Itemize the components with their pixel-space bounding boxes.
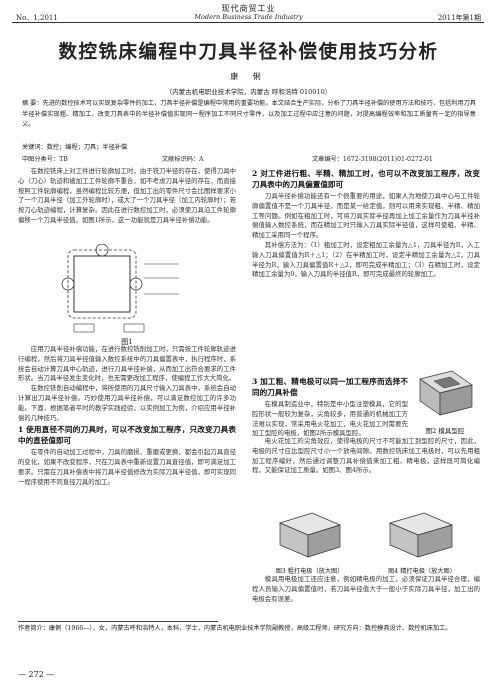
cutter-circle: [95, 244, 109, 257]
figure-3-caption: 图3 粗打电极（放大图）: [275, 568, 344, 575]
footnote-rule: [18, 621, 218, 622]
section-1-heading: 1 使用直径不同的刀具时，可以不改变加工程序，只改变刀具表中的直径值即可: [18, 425, 236, 445]
section-3-heading: 3 加工粗、精电极可以同一加工程序而选择不同的刀具补偿: [252, 377, 408, 397]
figure-2-caption: 图2 模具型腔: [425, 427, 465, 435]
section-3-text: 在模具制造业中，特别是中小型注塑模具，它的型腔形状一般较为复杂，尖角较多，用普通…: [252, 400, 408, 438]
figure-3-rough-electrode: [278, 512, 342, 558]
legend-box: [73, 323, 95, 333]
issue-label: 2011年第1期: [437, 14, 481, 22]
issue-number: No．1,2011: [16, 14, 58, 22]
clc-number: 中图分类号：TB: [22, 156, 68, 163]
article-number: 文章编号：1672-3198(2011)01-0272-01: [312, 156, 433, 163]
workpiece-contour: [73, 255, 131, 313]
figure-4-finish-electrode: [388, 512, 454, 558]
cavity-right-face: [439, 384, 473, 416]
abstract: 摘 要：先进的数控技术可以实现复杂零件的加工，刀具半径补偿是编程中常用的重要功能…: [22, 100, 476, 128]
right-column-bottom: 模具用电极加工还应注意，例如精电极的加工，必须保证刀具半径合理，编程人员输入刀具…: [252, 575, 480, 604]
cutter-circle: [129, 277, 143, 291]
document-code: 文献标识码：A: [162, 156, 204, 163]
header-rule: [12, 22, 484, 23]
cutter-circle: [61, 277, 75, 291]
left-column-bottom: 应用刀具半径补偿功能，在进行数控铣削加工时，只需按工件轮廓轨迹进行编程，然后将刀…: [18, 345, 236, 488]
section-2-steps: 其补偿方法为：（1）粗加工时，设定粗加工余量为△1，刀具半径为R，入工输入刀具偏…: [252, 240, 480, 279]
figure-1-caption: 图1: [121, 338, 133, 346]
cavity-pocket: [433, 376, 461, 389]
electrode-right: [307, 524, 341, 558]
page-number: — 272 —: [18, 670, 55, 679]
author-bio-footnote: 作者简介：康俐（1966—），女，内蒙古呼和浩特人，本科，学士，内蒙古机电职业技…: [18, 625, 452, 632]
right-column-lower: 电火花加工的尖角效应，使得电极的尺寸不可能加工到型腔的尺寸，因此，电极的尺寸应比…: [252, 437, 480, 476]
journal-name: 现代商贸工业: [221, 4, 276, 13]
section-2-text: 刀具半径补偿功能还有一个很重要的用途，如果人为地使刀具中心与工件轮廓偏置值不是一…: [252, 192, 480, 240]
article-title: 数控铣床编程中刀具半径补偿使用技巧分析: [58, 42, 439, 63]
tool-center-path: [67, 249, 137, 319]
section-3-text-2: 电火花加工的尖角效应，使得电极的尺寸不可能加工到型腔的尺寸，因此，电极的尺寸应比…: [252, 437, 480, 475]
section-3-text-3: 模具用电极加工还应注意，例如精电极的加工，必须保证刀具半径合理，编程人员输入刀具…: [252, 575, 480, 603]
journal-name-english: Modern Business Trade Industry: [194, 13, 303, 21]
figure-1-tool-offset-diagram: [61, 244, 179, 333]
body-paragraph: 应用刀具半径补偿功能，在进行数控铣削加工时，只需按工件轮廓轨迹进行编程，然后将刀…: [18, 345, 236, 383]
keywords: 关键词：数控；编程；刀具；半径补偿: [22, 144, 128, 151]
right-column-middle: 3 加工粗、精电极可以同一加工程序而选择不同的刀具补偿 在模具制造业中，特别是中…: [252, 375, 408, 439]
section-1-text: 在零件的自动加工过程中，刀具的磨损、重磨或更换，都会引起刀具直径的变化，如果不改…: [18, 448, 236, 486]
author-name: 康 俐: [230, 72, 267, 81]
electrode-right: [417, 524, 453, 558]
body-paragraph: 在数控铣削自动编程中，将所使用的刀具尺寸输入刀具表中，系统会自动计算出刀具半径补…: [18, 384, 236, 422]
intro-paragraph: 在数控铣床上对工件进行轮廓加工时，由于铣刀半径的存在，使得刀具中心（刀心）轨迹和…: [18, 167, 236, 224]
right-column-top: 2 对工件进行粗、半精、精加工时，也可以不改变加工程序，改变刀具表中的刀具偏置值…: [252, 167, 480, 280]
author-affiliation: （内蒙古机电职业技术学院，内蒙古 呼和浩特 010010）: [165, 88, 332, 96]
figure-2-mold-cavity: [419, 370, 473, 416]
left-column-top: 在数控铣床上对工件进行轮廓加工时，由于铣刀半径的存在，使得刀具中心（刀心）轨迹和…: [18, 167, 236, 226]
legend-box: [123, 323, 145, 333]
section-2-heading: 2 对工件进行粗、半精、精加工时，也可以不改变加工程序，改变刀具表中的刀具偏置值…: [252, 169, 480, 189]
figure-4-caption: 图4 精打电极（放大图）: [388, 568, 456, 575]
